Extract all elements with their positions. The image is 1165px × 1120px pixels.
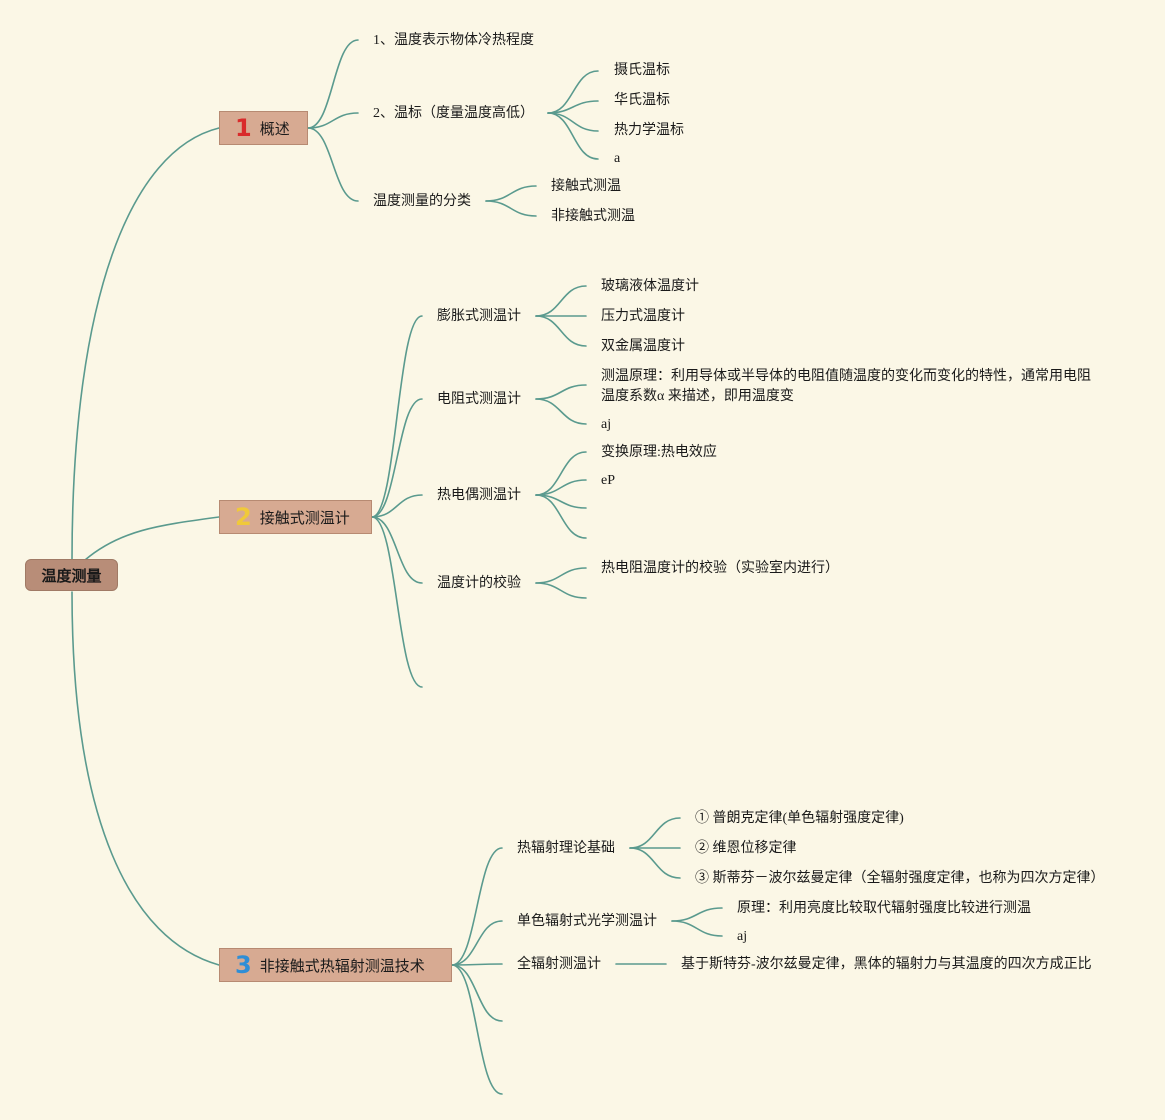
leaf-fahrenheit-scale[interactable]: 华氏温标 xyxy=(614,93,670,108)
leaf-ep[interactable]: eP xyxy=(601,473,615,488)
branch3-connector xyxy=(451,963,503,966)
branch-node-contact-thermometer[interactable]: 2 接触式测温计 xyxy=(219,500,372,534)
calibration-connector xyxy=(535,567,587,584)
branch-label: 非接触式热辐射测温技术 xyxy=(259,956,425,975)
number-badge-3: 3 xyxy=(235,951,252,979)
root-connector xyxy=(71,127,220,561)
branch-node-overview[interactable]: 1 概述 xyxy=(219,111,308,145)
branch-label: 概述 xyxy=(259,119,290,138)
branch3-connector xyxy=(451,964,503,1095)
leaf-thermoelectric-effect[interactable]: 变换原理:热电效应 xyxy=(601,445,717,460)
thermocouple-connector xyxy=(535,494,587,539)
topic-temperature-definition[interactable]: 1、温度表示物体冷热程度 xyxy=(373,33,534,48)
leaf-brightness-principle[interactable]: 原理：利用亮度比较取代辐射强度比较进行测温 xyxy=(737,901,1031,916)
leaf-rtd-calibration[interactable]: 热电阻温度计的校验（实验室内进行） xyxy=(601,561,839,576)
thermocouple-connector xyxy=(535,451,587,496)
topic-total-radiation-pyrometer[interactable]: 全辐射测温计 xyxy=(517,957,601,972)
leaf-wien-law[interactable]: ② 维恩位移定律 xyxy=(695,841,797,856)
monochromatic-connector xyxy=(671,920,723,937)
leaf-glass-liquid-thermometer[interactable]: 玻璃液体温度计 xyxy=(601,279,699,294)
classification-connector xyxy=(485,200,537,217)
branch2-connector xyxy=(371,315,423,518)
leaf-thermodynamic-scale[interactable]: 热力学温标 xyxy=(614,123,684,138)
branch3-connector xyxy=(451,964,503,1022)
leaf-aj-2[interactable]: aj xyxy=(737,929,748,944)
theory-connector xyxy=(629,847,681,879)
branch2-connector xyxy=(371,516,423,688)
topic-resistance-thermometer[interactable]: 电阻式测温计 xyxy=(437,392,521,407)
expansion-connector xyxy=(535,315,587,347)
expansion-connector xyxy=(535,285,587,317)
leaf-celsius-scale[interactable]: 摄氏温标 xyxy=(614,63,670,78)
leaf-stefan-boltzmann-law[interactable]: ③ 斯蒂芬－波尔兹曼定律（全辐射强度定律，也称为四次方定律） xyxy=(695,871,1105,886)
branch3-connector xyxy=(451,920,503,966)
theory-connector xyxy=(629,817,681,849)
resistance-connector xyxy=(535,398,587,425)
scale-connector xyxy=(547,70,599,114)
resistance-connector xyxy=(535,384,587,400)
branch1-connector xyxy=(307,112,359,129)
topic-temperature-scale[interactable]: 2、温标（度量温度高低） xyxy=(373,106,534,121)
branch-node-noncontact-radiation[interactable]: 3 非接触式热辐射测温技术 xyxy=(219,948,452,982)
branch2-connector xyxy=(371,516,423,584)
topic-expansion-thermometer[interactable]: 膨胀式测温计 xyxy=(437,309,521,324)
topic-measurement-classification[interactable]: 温度测量的分类 xyxy=(373,194,471,209)
number-badge-2: 2 xyxy=(235,503,252,531)
leaf-stefan-boltzmann-basis[interactable]: 基于斯特芬-波尔兹曼定律，黑体的辐射力与其温度的四次方成正比 xyxy=(681,957,1092,972)
branch1-connector xyxy=(307,127,359,202)
calibration-connector xyxy=(535,582,587,599)
number-badge-1: 1 xyxy=(235,114,252,142)
root-connector xyxy=(84,516,220,561)
branch2-connector xyxy=(371,494,423,518)
monochromatic-connector xyxy=(671,907,723,922)
root-connector xyxy=(71,591,220,966)
leaf-noncontact-measurement[interactable]: 非接触式测温 xyxy=(551,209,635,224)
branch2-connector xyxy=(371,398,423,518)
leaf-planck-law[interactable]: ① 普朗克定律(单色辐射强度定律) xyxy=(695,811,904,826)
branch-label: 接触式测温计 xyxy=(259,508,350,527)
leaf-resistance-principle[interactable]: 测温原理：利用导体或半导体的电阻值随温度的变化而变化的特性，通常用电阻温度系数α… xyxy=(601,369,1091,404)
branch1-connector xyxy=(307,39,359,129)
topic-thermometer-calibration[interactable]: 温度计的校验 xyxy=(437,576,521,591)
scale-connector xyxy=(547,112,599,132)
classification-connector xyxy=(485,185,537,202)
topic-thermocouple-thermometer[interactable]: 热电偶测温计 xyxy=(437,488,521,503)
scale-connector xyxy=(547,112,599,160)
leaf-pressure-thermometer[interactable]: 压力式温度计 xyxy=(601,309,685,324)
root-node[interactable]: 温度测量 xyxy=(25,559,118,591)
leaf-a[interactable]: a xyxy=(614,151,621,166)
branch3-connector xyxy=(451,847,503,966)
topic-radiation-theory[interactable]: 热辐射理论基础 xyxy=(517,841,615,856)
topic-monochromatic-pyrometer[interactable]: 单色辐射式光学测温计 xyxy=(517,914,657,929)
leaf-bimetal-thermometer[interactable]: 双金属温度计 xyxy=(601,339,685,354)
leaf-aj[interactable]: aj xyxy=(601,417,612,432)
leaf-contact-measurement[interactable]: 接触式测温 xyxy=(551,179,621,194)
